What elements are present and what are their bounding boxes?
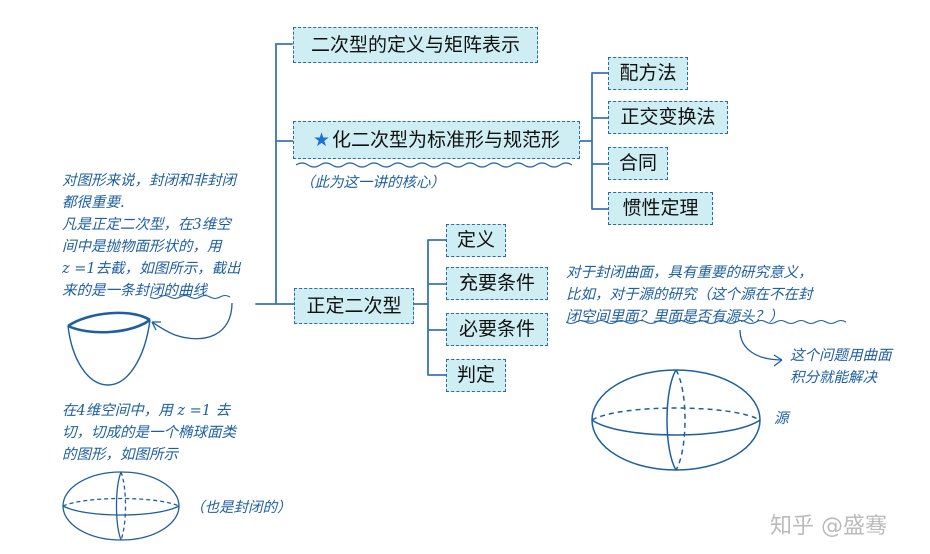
left-note-line: 都很重要. bbox=[62, 195, 125, 211]
closed-curve-underline bbox=[149, 294, 231, 300]
source-label: 源 bbox=[774, 411, 789, 427]
watermark: 知乎 @盛骞 bbox=[770, 514, 887, 539]
node-positive-definite-label: 正定二次型 bbox=[306, 294, 402, 317]
large-ellipsoid-figure bbox=[591, 369, 761, 471]
node-necessary-label: 必要条件 bbox=[458, 318, 535, 340]
star-icon: ★ bbox=[312, 128, 331, 151]
node-congruence-label: 合同 bbox=[618, 152, 657, 174]
paraboloid-arrow bbox=[151, 302, 233, 340]
right-note-wavy-underline bbox=[565, 319, 847, 325]
node-definition-label: 二次型的定义与矩阵表示 bbox=[310, 33, 520, 56]
left-note-line: 对图形来说，封闭和非封闭 bbox=[62, 173, 236, 189]
left-note-line: 来的是一条封闭的曲线 bbox=[62, 283, 207, 299]
connector-standardize-branch bbox=[579, 72, 609, 210]
node-orthogonal-transform[interactable]: 正交变换法 bbox=[608, 101, 728, 134]
small-ellipsoid-figure bbox=[62, 471, 180, 541]
node-congruence[interactable]: 合同 bbox=[608, 147, 668, 180]
core-wavy-underline bbox=[295, 162, 573, 168]
connector-positive-definite-branch bbox=[413, 239, 447, 376]
left-note-2-line: 在4维空间中，用 z =1 去 bbox=[62, 403, 231, 419]
node-inertia-theorem[interactable]: 惯性定理 bbox=[608, 192, 713, 225]
paraboloid-figure bbox=[67, 311, 151, 386]
node-inertia-theorem-label: 惯性定理 bbox=[622, 197, 699, 219]
also-closed-note: （也是封闭的） bbox=[190, 500, 292, 516]
solve-note-line: 积分就能解决 bbox=[790, 370, 877, 386]
node-completing-square[interactable]: 配方法 bbox=[608, 57, 688, 90]
node-necessary-sufficient-label: 充要条件 bbox=[458, 272, 535, 294]
node-definition[interactable]: 二次型的定义与矩阵表示 bbox=[293, 27, 538, 63]
node-necessary-sufficient[interactable]: 充要条件 bbox=[446, 267, 548, 300]
node-judgement[interactable]: 判定 bbox=[446, 359, 506, 392]
node-pd-definition-label: 定义 bbox=[456, 229, 495, 251]
connector-main-trunk bbox=[255, 43, 295, 305]
solve-arrow bbox=[739, 329, 783, 361]
left-note-2: 在4维空间中，用 z =1 去 切，切成的是一个椭球面类 的图形，如图所示 bbox=[62, 400, 236, 466]
left-note-2-line: 的图形，如图所示 bbox=[62, 447, 178, 463]
node-standardize-label: 化二次型为标准形与规范形 bbox=[332, 128, 561, 151]
node-necessary[interactable]: 必要条件 bbox=[446, 313, 548, 346]
right-note-line: 对于封闭曲面，具有重要的研究意义， bbox=[566, 265, 813, 281]
core-note: （此为这一讲的核心） bbox=[300, 175, 445, 191]
left-note: 对图形来说，封闭和非封闭 都很重要. 凡是正定二次型，在3维空 间中是抛物面形状… bbox=[62, 170, 241, 302]
right-note-line: 比如，对于源的研究（这个源在不在封 bbox=[566, 287, 813, 303]
node-orthogonal-transform-label: 正交变换法 bbox=[620, 106, 716, 128]
left-note-line: z =1去截，如图所示，截出 bbox=[62, 261, 241, 277]
left-note-line: 间中是抛物面形状的，用 bbox=[62, 239, 222, 255]
node-judgement-label: 判定 bbox=[456, 364, 495, 386]
left-note-2-line: 切，切成的是一个椭球面类 bbox=[62, 425, 236, 441]
right-note-line: 闭空间里面？里面是否有源头？） bbox=[566, 309, 784, 325]
left-note-line: 凡是正定二次型，在3维空 bbox=[62, 217, 231, 233]
node-positive-definite[interactable]: 正定二次型 bbox=[294, 288, 414, 324]
right-note: 对于封闭曲面，具有重要的研究意义， 比如，对于源的研究（这个源在不在封 闭空间里… bbox=[566, 262, 813, 328]
node-standardize[interactable]: ★ 化二次型为标准形与规范形 bbox=[293, 121, 580, 159]
solve-note: 这个问题用曲面 积分就能解决 bbox=[790, 345, 892, 389]
node-pd-definition[interactable]: 定义 bbox=[446, 224, 506, 257]
solve-note-line: 这个问题用曲面 bbox=[790, 348, 892, 364]
node-completing-square-label: 配方法 bbox=[619, 62, 677, 84]
